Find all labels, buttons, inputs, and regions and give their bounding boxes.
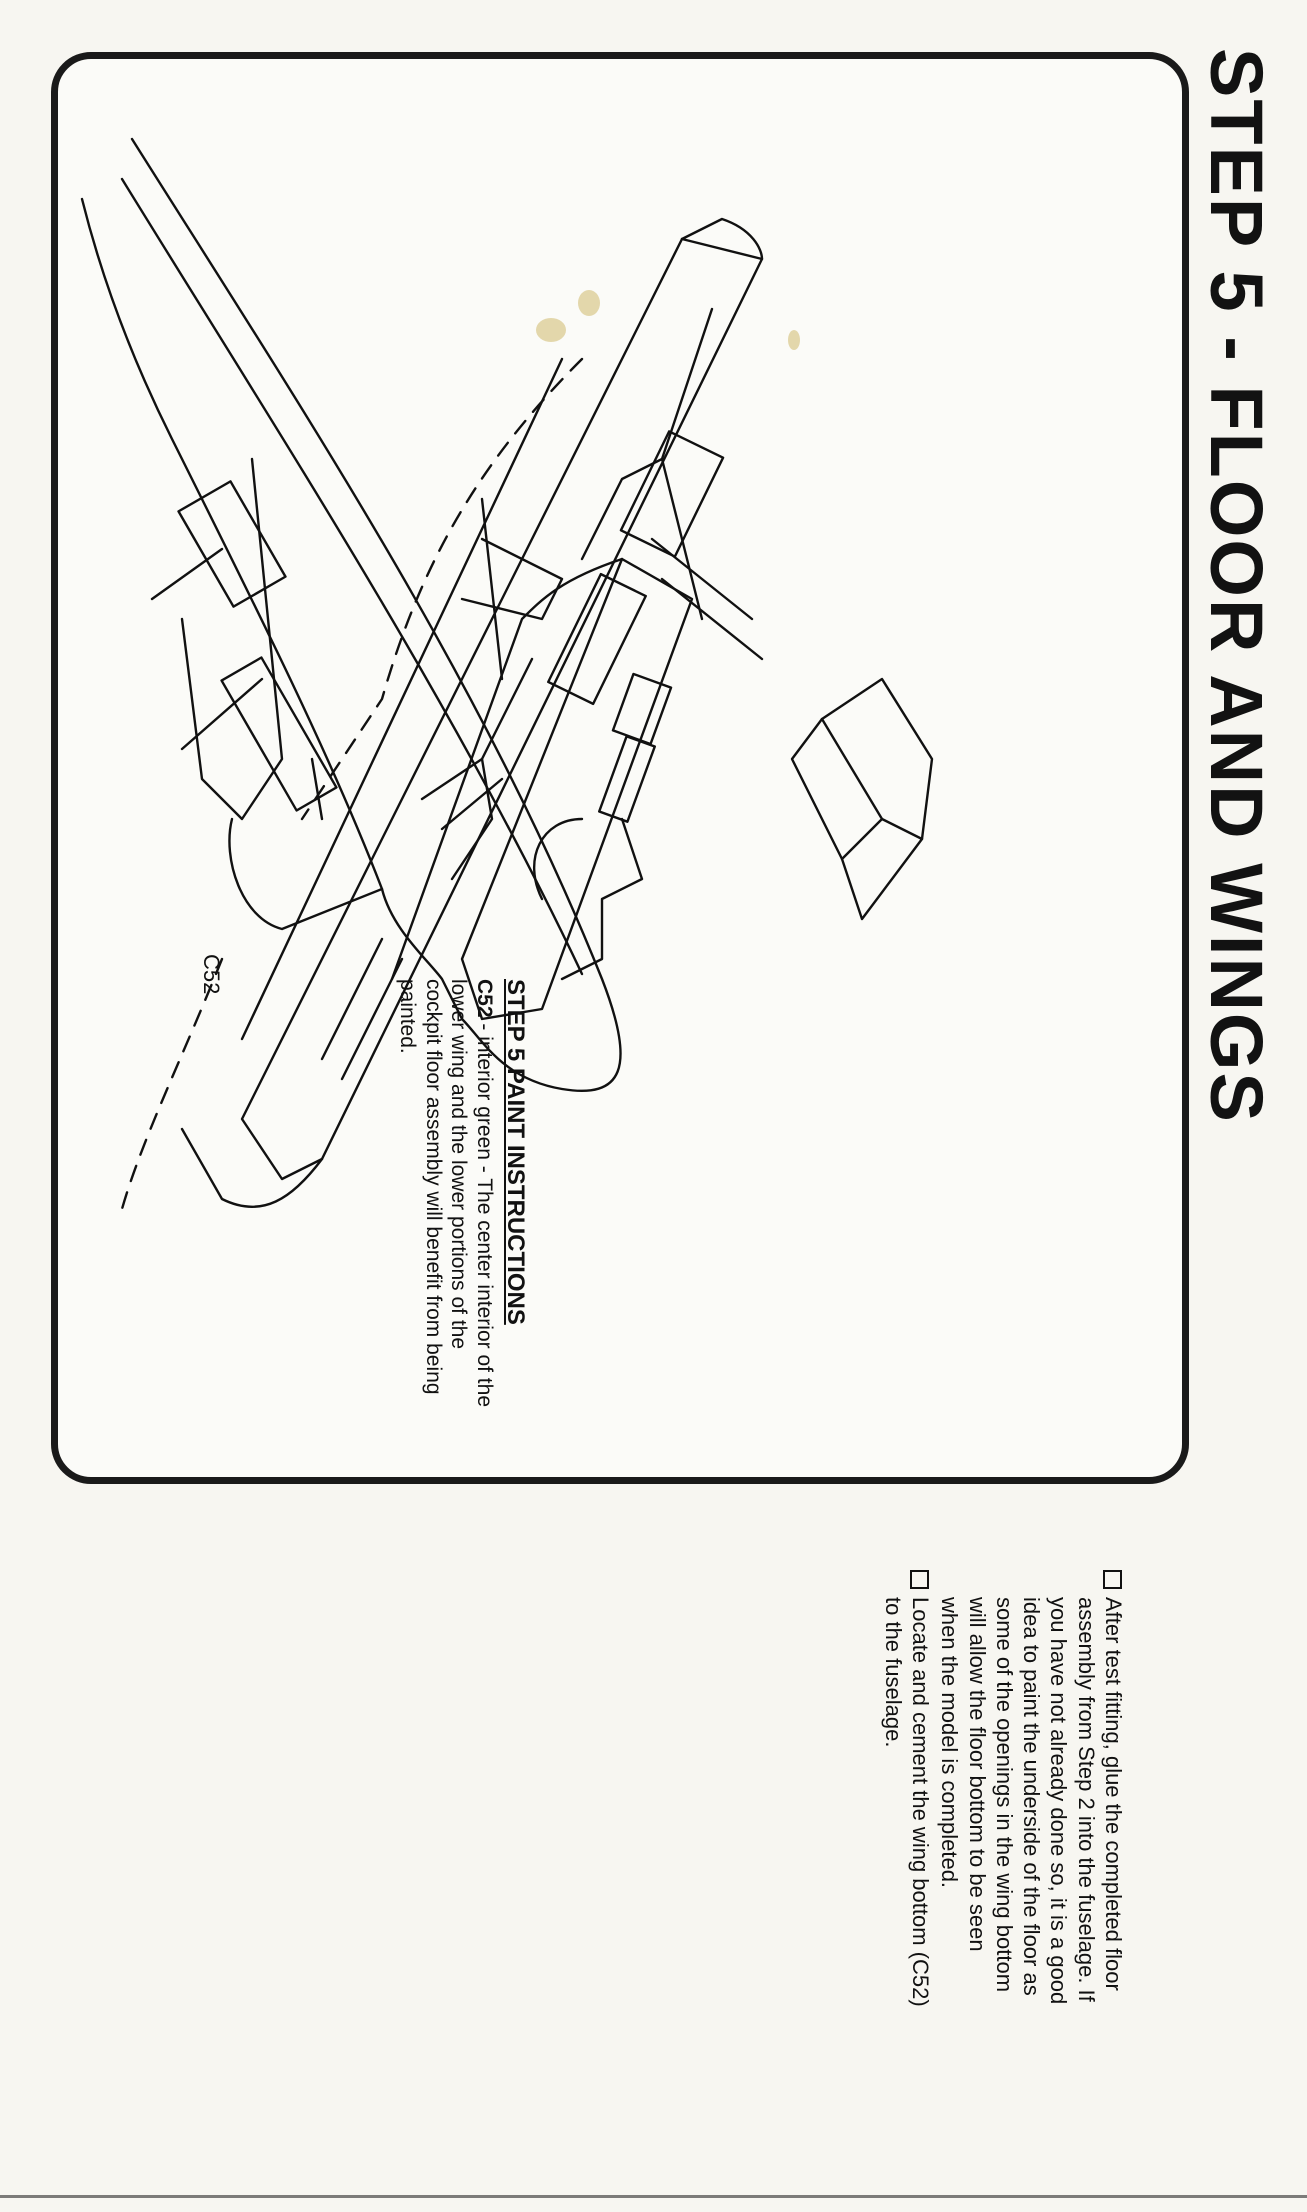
step-title: STEP 5 - FLOOR AND WINGS <box>1195 48 1278 1124</box>
cockpit-floor-drawing <box>390 457 704 1021</box>
illustration-frame: C52 STEP 5 PAINT INSTRUCTIONS C52 - inte… <box>51 52 1189 1484</box>
step-line: to the fuselage. <box>880 1597 906 1748</box>
paint-line: lower wing and the lower portions of the <box>447 979 471 1350</box>
step-line: assembly from Step 2 into the fuselage. … <box>1073 1597 1099 2002</box>
part-label-c52: C52 <box>199 954 224 995</box>
fuselage-drawing <box>120 217 764 1211</box>
step-line: some of the openings in the wing bottom <box>991 1597 1017 1993</box>
paint-line: C52 - interior green - The center interi… <box>471 979 497 1419</box>
step-checkbox[interactable] <box>1103 1570 1122 1589</box>
paint-instructions: STEP 5 PAINT INSTRUCTIONS C52 - interior… <box>394 979 530 1419</box>
step-line: idea to paint the underside of the floor… <box>1019 1597 1045 1996</box>
step-checkbox[interactable] <box>910 1570 930 1589</box>
paint-line: cockpit floor assembly will benefit from… <box>421 979 445 1395</box>
step-line: when the model is completed. <box>937 1597 963 1889</box>
step-line: will allow the floor bottom to be seen <box>964 1597 990 1952</box>
step-checklist: After test fitting, glue the completed f… <box>878 1570 1127 2130</box>
step-line: you have not already done so, it is a go… <box>1046 1597 1072 2005</box>
paint-line-text: - interior green - The center interior o… <box>472 1017 496 1407</box>
paper-stain <box>536 318 566 342</box>
step-item: After test fitting, glue the completed f… <box>936 1570 1127 2130</box>
page-bottom-edge <box>0 2195 1307 2198</box>
paint-part-code: C52 <box>472 979 496 1018</box>
step-line: After test fitting, glue the completed f… <box>1101 1597 1126 1991</box>
wing-bottom-c52-drawing <box>80 137 934 1092</box>
step-text: After test fitting, glue the completed f… <box>936 1597 1127 2130</box>
paper-stain <box>578 290 600 316</box>
step-text: Locate and cement the wing bottom (C52) … <box>880 1597 935 2130</box>
step-item: Locate and cement the wing bottom (C52) … <box>880 1570 935 2130</box>
step-line: Locate and cement the wing bottom (C52) <box>908 1597 934 2007</box>
paper-stain <box>788 330 800 350</box>
paint-instructions-heading: STEP 5 PAINT INSTRUCTIONS <box>502 979 529 1325</box>
assembly-illustration <box>80 137 934 1211</box>
paint-line: painted. <box>395 979 419 1054</box>
